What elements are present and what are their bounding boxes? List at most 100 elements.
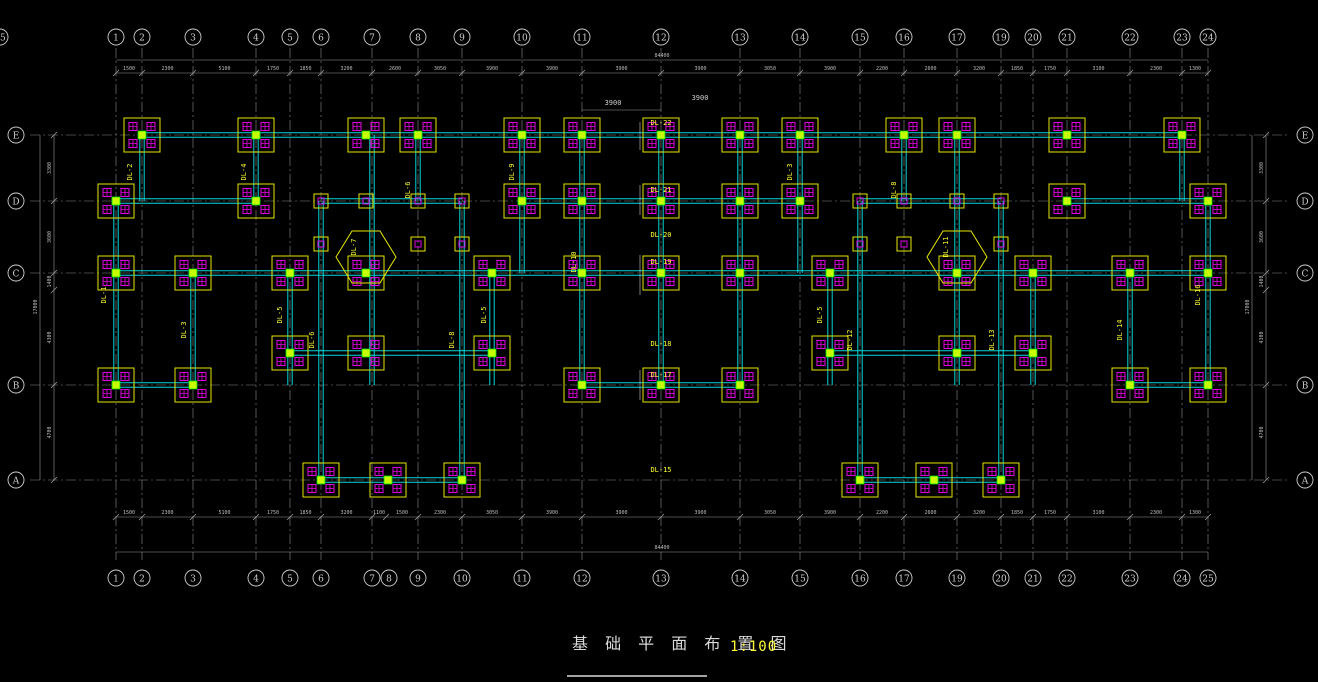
column-stub (825, 348, 835, 358)
axis-bubble-bottom-label: 24 (1176, 575, 1188, 585)
bottom-segment-dim-tick (1029, 513, 1037, 521)
axis-bubble-bottom-label: 9 (415, 575, 421, 585)
top-segment-dim-tick (578, 69, 586, 77)
bottom-segment-dim-label: 3050 (486, 510, 498, 516)
pile (856, 197, 864, 205)
column-stub (795, 130, 805, 140)
column-stub (952, 268, 962, 278)
axis-bubble-right-circle (1296, 471, 1314, 489)
top-segment-dim-tick (1126, 69, 1134, 77)
right-dim-tick (1262, 476, 1270, 484)
axis-bubble-right-label: D (1301, 198, 1308, 208)
axis-bubble-top-label: 14 (794, 34, 806, 44)
bottom-segment-dim-label: 1750 (267, 510, 279, 516)
column-stub (656, 196, 666, 206)
axis-bubble-bottom-circle (1058, 569, 1076, 587)
top-segment-dim-label: 1500 (123, 66, 135, 72)
pile-caps (97, 117, 1227, 498)
right-dim-tick (1262, 286, 1270, 294)
beam-label: DL-11 (942, 236, 950, 257)
axis-bubble-top-label: 22 (1124, 34, 1135, 44)
column-stub (795, 196, 805, 206)
column-stub (952, 130, 962, 140)
axis-bubble-bottom-label: 19 (951, 575, 963, 585)
axis-bubble-bottom-label: 17 (898, 575, 910, 585)
axis-bubble-bottom-label: 6 (318, 575, 324, 585)
column-stub (577, 380, 587, 390)
axis-bubble-top-label: 25 (0, 34, 6, 44)
pile-cap (97, 183, 135, 219)
bottom-segment-dim-label: 1750 (1044, 510, 1056, 516)
axis-bubble-top-circle (1058, 28, 1076, 46)
pile (997, 197, 1005, 205)
axis-bubble-bottom-label: 13 (655, 575, 667, 585)
bottom-segment-dim-tick (414, 513, 422, 521)
beam-label: DL-9 (508, 164, 516, 181)
beam-label: DL-1 (100, 287, 108, 304)
axis-bubble-bottom-label: 22 (1061, 575, 1072, 585)
axis-bubble-top-label: 3 (190, 34, 196, 44)
foundation-beams (113, 132, 1211, 483)
pile (414, 240, 422, 248)
beam-label: DL-3 (180, 322, 188, 339)
axis-bubble-right-circle (1296, 264, 1314, 282)
column-stub (517, 130, 527, 140)
axis-bubble-top-circle (0, 28, 9, 46)
axis-bubble-top-circle (453, 28, 471, 46)
bottom-segment-dim-tick (856, 513, 864, 521)
axis-bubble-top-circle (992, 28, 1010, 46)
axis-bubble-top-circle (281, 28, 299, 46)
right-dim-tick (1262, 269, 1270, 277)
axis-bubble-top-circle (851, 28, 869, 46)
pile-cap (642, 367, 680, 403)
right-dim-label: 4300 (1259, 331, 1265, 343)
top-segment-dim-label: 2200 (876, 66, 888, 72)
pile-cap (1048, 117, 1086, 153)
left-dim-label: 4700 (47, 426, 53, 438)
pile (997, 240, 1005, 248)
beam-label: DL-6 (404, 182, 412, 199)
top-segment-dim-tick (458, 69, 466, 77)
pile-cap (443, 462, 481, 498)
top-segment-dim-label: 1850 (1011, 66, 1023, 72)
pile (900, 240, 908, 248)
beam-label: DL-12 (846, 329, 854, 350)
bottom-segment-dim-tick (953, 513, 961, 521)
column-stub (383, 475, 393, 485)
left-dim-label: 3300 (47, 162, 53, 174)
axis-bubble-top-circle (1024, 28, 1042, 46)
axis-bubble-top-label: 11 (576, 34, 587, 44)
right-overall-label: 17000 (1245, 299, 1251, 314)
axis-bubble-top-label: 9 (459, 34, 465, 44)
pile-cap (721, 117, 759, 153)
axis-bubble-bottom-label: 16 (854, 575, 866, 585)
beam-label: DL-13 (988, 329, 996, 350)
axis-bubble-left-circle (7, 192, 25, 210)
column-stub (735, 380, 745, 390)
top-segment-dim-tick (736, 69, 744, 77)
pile-cap (781, 183, 819, 219)
pile-cap (1014, 255, 1052, 291)
column-stub (1062, 130, 1072, 140)
column-stub (1125, 380, 1135, 390)
axis-bubble-top-label: 6 (318, 34, 324, 44)
pile-cap (721, 255, 759, 291)
column-stub (137, 130, 147, 140)
axis-bubbles: 1234567891011121314151617192021222324251… (0, 28, 1314, 587)
bottom-segment-dim-tick (1178, 513, 1186, 521)
bottom-segment-dim-tick (189, 513, 197, 521)
bottom-segment-dim-label: 1100 (373, 510, 385, 516)
top-segment-dim-tick (189, 69, 197, 77)
bottom-segment-dim-label: 3100 (1092, 510, 1104, 516)
pile-cap (1189, 183, 1227, 219)
pile-cap-small (358, 193, 374, 209)
pile-cap-small (454, 193, 470, 209)
bottom-segment-dim-tick (368, 513, 376, 521)
column-stub (825, 268, 835, 278)
pile-cap (563, 183, 601, 219)
axis-bubble-bottom-label: 1 (113, 575, 119, 585)
bottom-segment-dim-tick (997, 513, 1005, 521)
beam-label: DL-16 (1194, 284, 1202, 305)
left-dim-label: 3600 (47, 231, 53, 243)
